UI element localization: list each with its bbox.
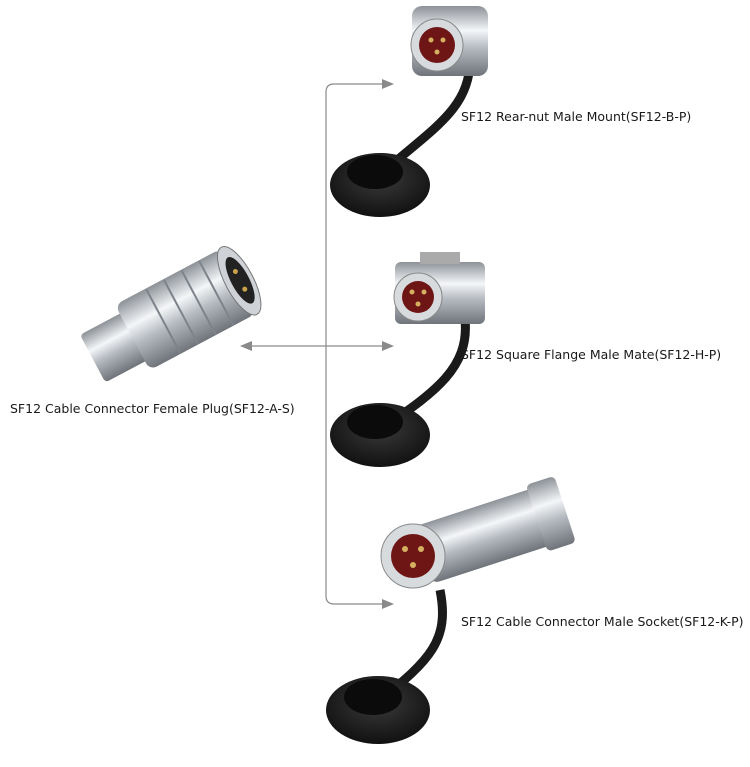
arrow-right-icon: [382, 599, 394, 609]
arrow-right-icon: [382, 341, 394, 351]
arrow-left-icon: [240, 341, 252, 351]
arrow-right-icon: [382, 79, 394, 89]
square-flange-mount-label: SF12 Square Flange Male Mate(SF12-H-P): [461, 347, 722, 362]
female-plug-label: SF12 Cable Connector Female Plug(SF12-A-…: [10, 401, 295, 416]
rear-nut-mount-label: SF12 Rear-nut Male Mount(SF12-B-P): [461, 109, 692, 124]
arrowheads: [240, 79, 394, 609]
male-socket-label: SF12 Cable Connector Male Socket(SF12-K-…: [461, 614, 744, 629]
square-flange-mount-image: [330, 252, 485, 467]
connector-lines: [248, 83, 386, 605]
female-plug-image: [81, 246, 262, 382]
rear-nut-mount-image: [330, 6, 488, 217]
male-socket-image: [326, 477, 575, 744]
